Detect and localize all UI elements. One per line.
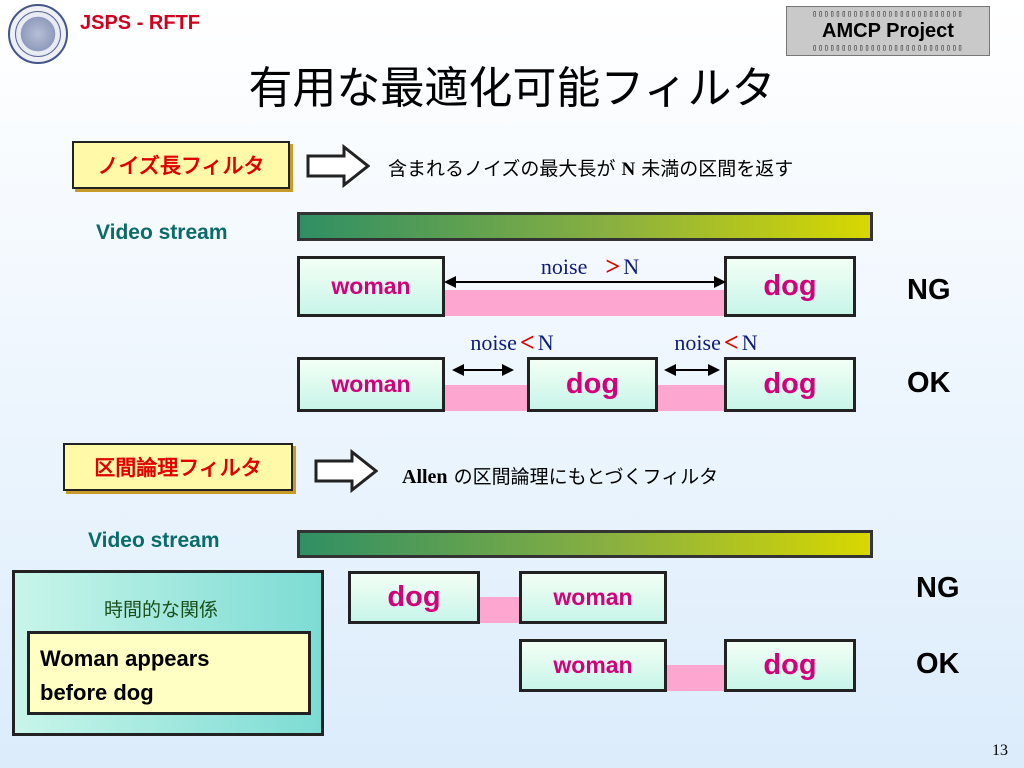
double-arrow-icon xyxy=(664,364,720,376)
interval-gap xyxy=(478,597,522,623)
verdict-ng-1: NG xyxy=(907,274,951,306)
segment-woman: woman xyxy=(519,571,667,624)
relation-note: Woman appears before dog xyxy=(27,631,311,715)
jsps-logo xyxy=(8,4,68,64)
segment-dog: dog xyxy=(348,571,480,624)
noise-less-label-2: noise < N xyxy=(654,328,778,358)
desc-before: 含まれるノイズの最大長が xyxy=(388,158,616,180)
double-arrow-icon xyxy=(444,276,726,288)
double-arrow-icon xyxy=(452,364,514,376)
video-stream-label-2: Video stream xyxy=(88,529,220,552)
noise-length-filter-label: ノイズ長フィルタ xyxy=(72,141,290,189)
segment-woman: woman xyxy=(519,639,667,692)
relation-line-1: Woman appears xyxy=(40,646,210,671)
noise-n: N xyxy=(537,330,554,355)
logo-emblem xyxy=(15,11,61,57)
noise-less-label-1: noise < N xyxy=(450,328,574,358)
desc-rest: の区間論理にもとづくフィルタ xyxy=(453,466,719,488)
brand-label: JSPS - RFTF xyxy=(80,12,201,34)
desc-allen: Allen xyxy=(402,466,448,488)
noise-filter-description: 含まれるノイズの最大長が N 未満の区間を返す xyxy=(388,154,948,181)
project-badge: ▯▯▯▯▯▯▯▯▯▯▯▯▯▯▯▯▯▯▯▯▯▯▯▯▯▯ AMCP Project … xyxy=(786,6,990,56)
right-arrow-icon xyxy=(306,144,370,188)
verdict-ng-2: NG xyxy=(916,572,960,604)
slide-title: 有用な最適化可能フィルタ xyxy=(248,63,776,114)
noise-gap xyxy=(444,385,534,411)
relation-line-2: before dog xyxy=(40,680,154,705)
segment-woman: woman xyxy=(297,357,445,412)
noise-n: N xyxy=(623,254,640,279)
interval-filter-description: Allen の区間論理にもとづくフィルタ xyxy=(402,462,842,489)
noise-n: N xyxy=(741,330,758,355)
project-dots-bottom: ▯▯▯▯▯▯▯▯▯▯▯▯▯▯▯▯▯▯▯▯▯▯▯▯▯▯ xyxy=(812,43,964,52)
relation-less: < xyxy=(723,328,739,357)
desc-after: 未満の区間を返す xyxy=(641,158,794,180)
noise-greater-label: noise > N xyxy=(520,252,660,282)
noise-word: noise xyxy=(674,330,721,355)
right-arrow-icon xyxy=(314,449,378,493)
verdict-ok-1: OK xyxy=(907,367,951,399)
segment-dog: dog xyxy=(724,639,856,692)
interval-gap xyxy=(665,665,727,691)
project-dots-top: ▯▯▯▯▯▯▯▯▯▯▯▯▯▯▯▯▯▯▯▯▯▯▯▯▯▯ xyxy=(812,9,964,18)
temporal-relation-title: 時間的な関係 xyxy=(103,599,218,621)
segment-dog: dog xyxy=(527,357,658,412)
relation-less: < xyxy=(519,328,535,357)
interval-logic-filter-label: 区間論理フィルタ xyxy=(63,443,293,491)
verdict-ok-2: OK xyxy=(916,648,960,680)
page-number: 13 xyxy=(992,742,1008,759)
segment-dog: dog xyxy=(724,357,856,412)
relation-greater: > xyxy=(605,252,621,281)
segment-dog: dog xyxy=(724,256,856,317)
video-stream-bar-2 xyxy=(297,530,873,558)
video-stream-bar-1 xyxy=(297,212,873,241)
project-name: AMCP Project xyxy=(822,20,954,42)
noise-gap xyxy=(444,290,726,316)
noise-word: noise xyxy=(540,254,588,279)
segment-woman: woman xyxy=(297,256,445,317)
noise-gap xyxy=(656,385,726,411)
desc-n: N xyxy=(621,159,636,180)
temporal-relation-box: 時間的な関係 Woman appears before dog xyxy=(12,570,324,736)
video-stream-label-1: Video stream xyxy=(96,221,228,244)
noise-word: noise xyxy=(470,330,517,355)
